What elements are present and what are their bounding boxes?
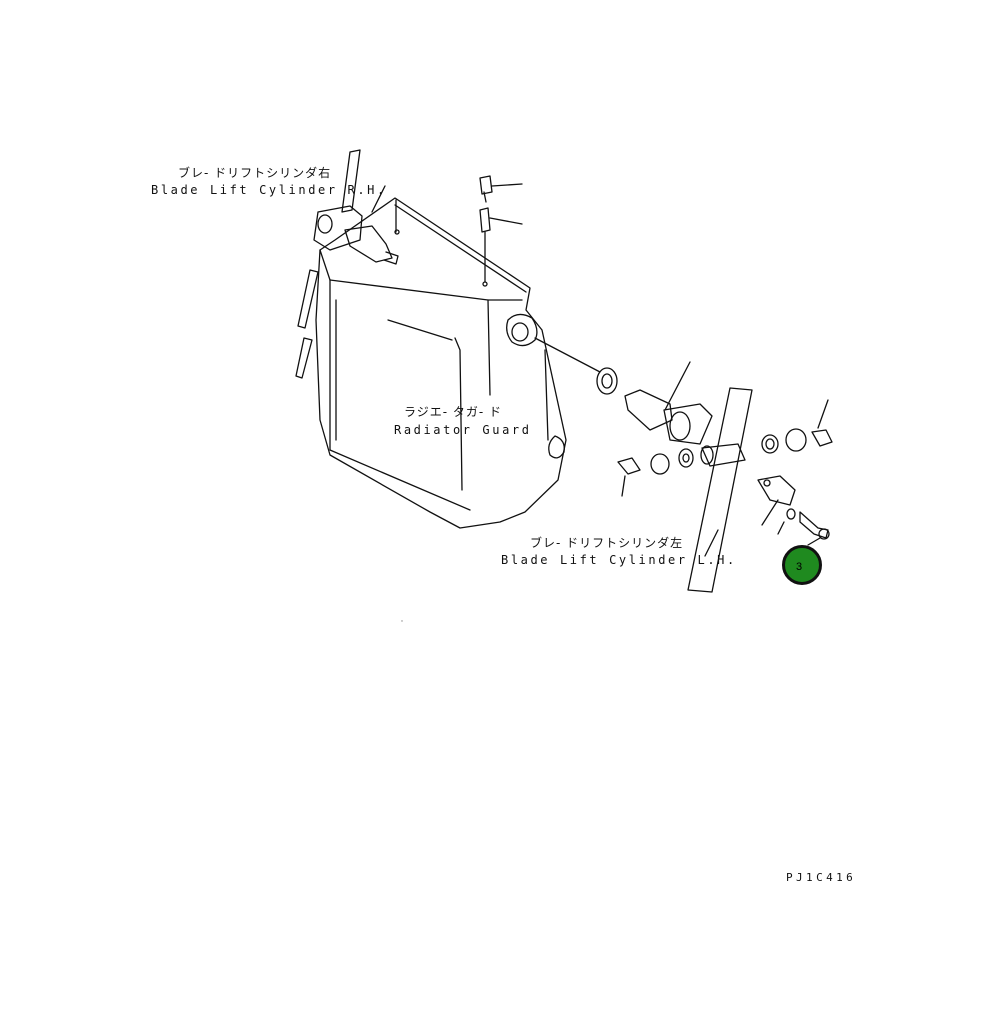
cylinder-rh-label-jp: ブレ- ドリフトシリンダ右 xyxy=(178,166,332,180)
cylinder-lh-label-jp: ブレ- ドリフトシリンダ左 xyxy=(530,536,684,550)
callout-number: 3 xyxy=(795,561,803,573)
upper-fittings xyxy=(394,175,523,287)
cylinder-rh-shape xyxy=(295,149,399,379)
cylinder-lh-label-en: Blade Lift Cylinder L.H. xyxy=(501,553,737,567)
small-parts-right xyxy=(757,399,833,546)
speck-mark xyxy=(401,620,403,622)
small-parts-left xyxy=(617,448,694,497)
part-callout-3[interactable]: 3 xyxy=(782,545,822,585)
seal-ring xyxy=(596,367,618,395)
leader-line xyxy=(704,529,719,557)
cylinder-lh-shape xyxy=(624,361,753,593)
radiator-guard-label-jp: ラジエ- タガ- ド xyxy=(404,405,503,419)
radiator-guard-shape xyxy=(315,197,601,529)
cylinder-rh-label-en: Blade Lift Cylinder R.H. xyxy=(151,183,387,197)
radiator-guard-label-en: Radiator Guard xyxy=(394,423,532,437)
drawing-code: PJ1C416 xyxy=(786,871,857,884)
